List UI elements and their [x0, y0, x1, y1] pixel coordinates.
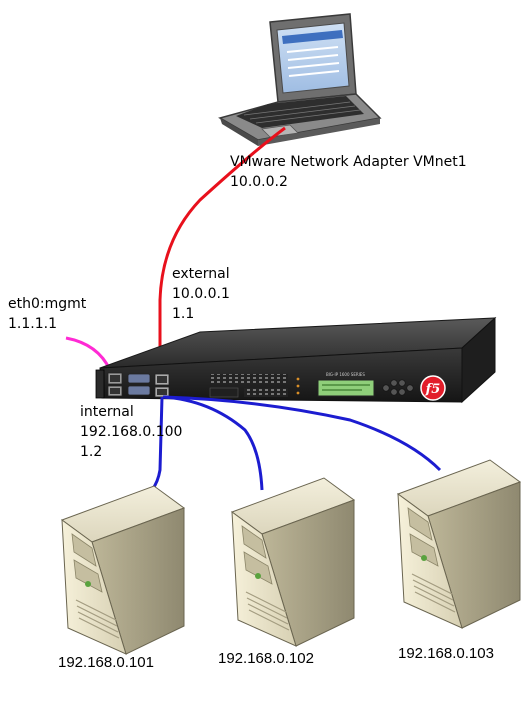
external-link [158, 126, 286, 378]
laptop-icon [218, 13, 382, 146]
external-name: external [172, 266, 230, 282]
mgmt-ip: 1.1.1.1 [8, 316, 57, 332]
f5-logo-text: f5 [425, 382, 441, 397]
server-2-ip: 192.168.0.102 [218, 650, 314, 667]
bigip-appliance: BIG-IP 1600 SERIES f5 [95, 316, 497, 404]
internal-label: internal 192.168.0.100 1.2 [80, 402, 182, 462]
internal-name: internal [80, 404, 134, 420]
mgmt-label: eth0:mgmt 1.1.1.1 [8, 294, 86, 334]
server-3-ip: 192.168.0.103 [398, 645, 494, 662]
internal-interface: 1.2 [80, 444, 103, 460]
laptop-label: VMware Network Adapter VMnet1 10.0.0.2 [230, 152, 467, 192]
f5-logo-icon [420, 375, 446, 401]
external-interface: 1.1 [172, 306, 195, 322]
series-label: BIG-IP 1600 SERIES [326, 372, 365, 377]
internal-links [150, 395, 442, 491]
internal-ip: 192.168.0.100 [80, 424, 183, 440]
server-1-ip: 192.168.0.101 [58, 654, 154, 671]
server-icon [60, 485, 186, 655]
adapter-name: VMware Network Adapter VMnet1 [230, 154, 467, 170]
laptop-ip: 10.0.0.2 [230, 174, 288, 190]
mgmt-name: eth0:mgmt [8, 296, 87, 312]
external-ip: 10.0.0.1 [172, 286, 230, 302]
external-label: external 10.0.0.1 1.1 [172, 264, 230, 324]
server-icon [230, 477, 356, 647]
server-icon [396, 459, 522, 629]
